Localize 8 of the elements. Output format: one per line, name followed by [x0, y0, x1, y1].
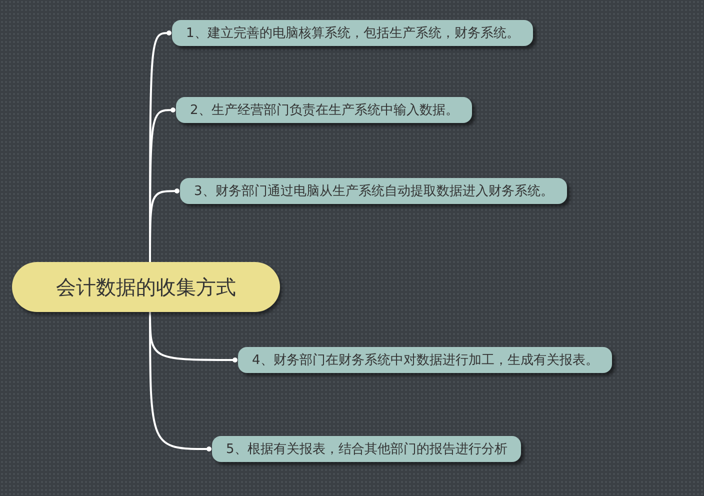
subtopic: 4、财务部门在财务系统中对数据进行加工，生成有关报表。 — [238, 347, 612, 373]
branch-line — [149, 312, 212, 452]
subtopic: 3、财务部门通过电脑从生产系统自动提取数据进入财务系统。 — [180, 178, 568, 204]
central-topic: 会计数据的收集方式 — [12, 262, 280, 312]
branch-line — [149, 188, 180, 262]
subtopic: 5、根据有关报表，结合其他部门的报告进行分析 — [212, 436, 522, 462]
subtopic: 1、建立完善的电脑核算系统，包括生产系统，财务系统。 — [172, 20, 534, 46]
subtopic: 2、生产经营部门负责在生产系统中输入数据。 — [176, 97, 472, 123]
